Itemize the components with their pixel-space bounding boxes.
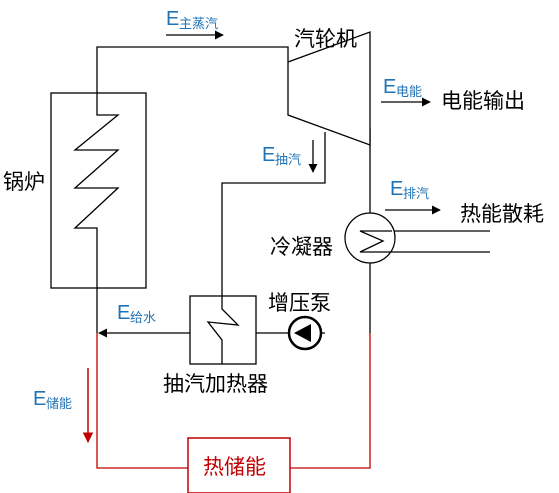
boiler-label: 锅炉 <box>3 170 45 194</box>
condenser-symbol <box>344 212 396 264</box>
main-steam-energy-label: E 主蒸汽 <box>166 8 218 32</box>
electric-output-label: 电能输出 <box>441 89 525 113</box>
heat-dissipation-label: 热能散耗 <box>460 202 544 226</box>
thermal-storage-label: 热储能 <box>203 455 266 479</box>
svg-text:主蒸汽: 主蒸汽 <box>179 17 218 32</box>
svg-text:E: E <box>33 388 46 410</box>
boiler-coil <box>73 93 120 288</box>
electric-energy-label: E 电能 <box>383 76 422 100</box>
storage-loop-left <box>96 333 188 469</box>
thermal-storage-box <box>187 437 291 493</box>
extraction-energy-label: E 抽汽 <box>262 144 301 168</box>
svg-text:排汽: 排汽 <box>403 187 429 202</box>
svg-text:储能: 储能 <box>46 397 72 412</box>
boiler <box>50 92 147 289</box>
feedwater-energy-label: E 给水 <box>117 302 156 326</box>
svg-text:E: E <box>262 144 275 166</box>
svg-text:电能: 电能 <box>396 85 422 100</box>
svg-text:E: E <box>390 178 403 200</box>
turbine <box>287 31 371 146</box>
exhaust-energy-label: E 排汽 <box>390 178 429 202</box>
extraction-pipe <box>221 132 326 296</box>
condenser-label: 冷凝器 <box>270 235 333 259</box>
svg-text:E: E <box>117 302 130 324</box>
extraction-heater <box>189 295 257 365</box>
svg-text:E: E <box>383 76 396 98</box>
storage-energy-label: E 储能 <box>33 388 72 412</box>
storage-loop-right <box>290 333 371 469</box>
extraction-heater-label: 抽汽加热器 <box>163 372 268 396</box>
booster-pump-symbol <box>287 315 323 351</box>
svg-text:E: E <box>166 8 179 30</box>
svg-text:给水: 给水 <box>130 311 156 326</box>
turbine-label: 汽轮机 <box>294 27 357 51</box>
main-steam-pipe <box>96 46 289 93</box>
booster-pump-label: 增压泵 <box>268 291 331 315</box>
svg-text:抽汽: 抽汽 <box>275 153 301 168</box>
